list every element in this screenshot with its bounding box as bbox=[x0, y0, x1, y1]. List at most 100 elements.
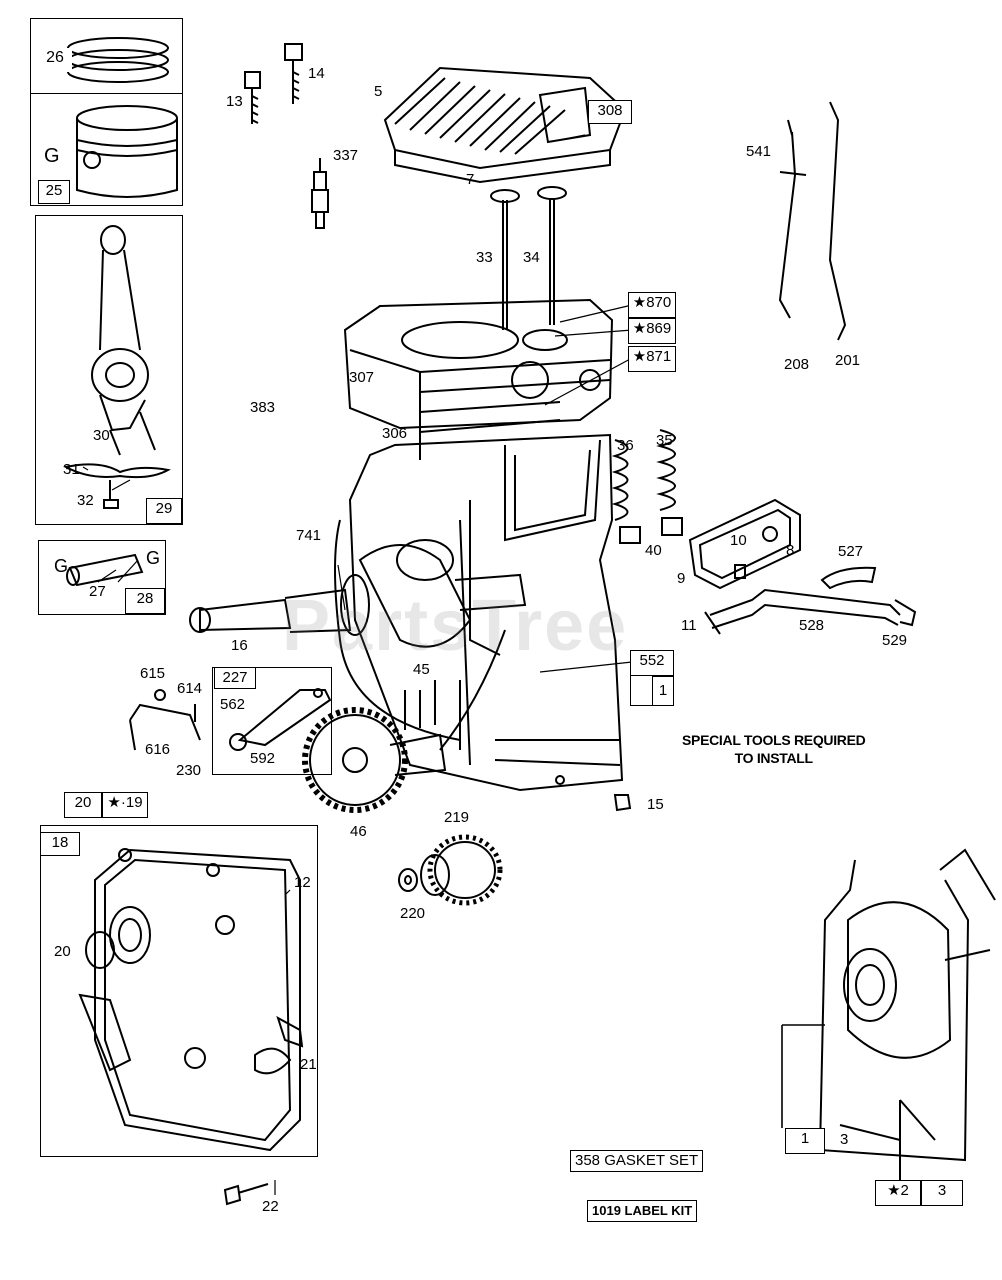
piston bbox=[76, 105, 178, 198]
label-3: 3 bbox=[840, 1131, 849, 1148]
wrist-pin bbox=[66, 553, 144, 587]
label-27: 27 bbox=[89, 583, 106, 600]
box-29: 29 bbox=[146, 498, 182, 524]
valve-springs bbox=[611, 429, 683, 544]
label-13: 13 bbox=[226, 93, 243, 110]
rod-bolt bbox=[103, 480, 119, 509]
label-562: 562 bbox=[220, 696, 246, 713]
label-32: 32 bbox=[77, 492, 94, 509]
label-8: 8 bbox=[786, 542, 795, 559]
label-529: 529 bbox=[882, 632, 908, 649]
box-20: 20 bbox=[64, 792, 102, 818]
label-g-pin-right: G bbox=[146, 548, 161, 568]
box-871: ★871 bbox=[628, 346, 676, 372]
label-306: 306 bbox=[382, 425, 408, 442]
inset-frame bbox=[781, 1024, 825, 1128]
label-7: 7 bbox=[466, 171, 475, 188]
label-383: 383 bbox=[250, 399, 276, 416]
box-3: 3 bbox=[921, 1180, 963, 1206]
breather-tube bbox=[704, 588, 917, 635]
oil-dipper bbox=[63, 463, 171, 479]
label-33: 33 bbox=[476, 249, 493, 266]
piston-panel bbox=[30, 18, 183, 206]
leader-lines bbox=[82, 134, 633, 1195]
label-40: 40 bbox=[645, 542, 662, 559]
box-2: ★2 bbox=[875, 1180, 921, 1206]
governor-links bbox=[778, 101, 847, 341]
label-35: 35 bbox=[656, 432, 673, 449]
label-5: 5 bbox=[374, 83, 383, 100]
label-30: 30 bbox=[93, 427, 110, 444]
label-528: 528 bbox=[799, 617, 825, 634]
clip-527 bbox=[820, 566, 877, 590]
label-337: 337 bbox=[333, 147, 359, 164]
bolts-13-14 bbox=[244, 43, 303, 124]
cam-gear bbox=[302, 680, 447, 813]
box-552-frame bbox=[630, 650, 674, 706]
label-10: 10 bbox=[730, 532, 747, 549]
box-25: 25 bbox=[38, 180, 70, 204]
box-18: 18 bbox=[40, 832, 80, 856]
label-20: 20 bbox=[54, 943, 71, 960]
label-230: 230 bbox=[176, 762, 202, 779]
label-46: 46 bbox=[350, 823, 367, 840]
crankcase-cover bbox=[78, 848, 304, 1152]
spark-plug bbox=[311, 158, 329, 229]
breather-assembly bbox=[688, 498, 801, 590]
label-g-piston: G bbox=[44, 145, 60, 167]
piston-rings bbox=[67, 37, 169, 83]
label-31: 31 bbox=[63, 461, 80, 478]
label-34: 34 bbox=[523, 249, 540, 266]
label-208: 208 bbox=[784, 356, 810, 373]
wrist-pin-panel bbox=[38, 540, 166, 615]
label-45: 45 bbox=[413, 661, 430, 678]
label-527: 527 bbox=[838, 543, 864, 560]
bolt-22 bbox=[223, 1183, 269, 1206]
label-614: 614 bbox=[177, 680, 203, 697]
label-592: 592 bbox=[250, 750, 276, 767]
label-16: 16 bbox=[231, 637, 248, 654]
connecting-rod-panel bbox=[35, 215, 183, 525]
label-15: 15 bbox=[647, 796, 664, 813]
cylinder-head bbox=[383, 66, 627, 184]
label-21: 21 bbox=[300, 1056, 317, 1073]
governor-crank-panel bbox=[212, 667, 332, 775]
box-28: 28 bbox=[125, 588, 165, 614]
label-201: 201 bbox=[835, 352, 861, 369]
piston-divider bbox=[30, 93, 183, 94]
label-616: 616 bbox=[145, 741, 171, 758]
label-14: 14 bbox=[308, 65, 325, 82]
cylinder-block bbox=[343, 298, 624, 792]
label-kit-label: 1019 LABEL KIT bbox=[587, 1200, 698, 1222]
label-36: 36 bbox=[617, 437, 634, 454]
label-741: 741 bbox=[296, 527, 322, 544]
box-552: 552 bbox=[630, 650, 674, 676]
governor-gear bbox=[398, 834, 503, 906]
label-307: 307 bbox=[349, 369, 375, 386]
watermark: PartsTree bbox=[282, 586, 629, 666]
box-19: ★·19 bbox=[102, 792, 148, 818]
box-1: 1 bbox=[785, 1128, 825, 1154]
bolt-15 bbox=[613, 794, 632, 812]
box-26: 26 bbox=[38, 48, 72, 72]
label-g-pin-left: G bbox=[54, 556, 69, 576]
crankcase-cover-panel bbox=[40, 825, 318, 1157]
label-22: 22 bbox=[262, 1198, 279, 1215]
connecting-rod bbox=[91, 225, 156, 456]
box-869: ★869 bbox=[628, 318, 676, 344]
box-227: 227 bbox=[214, 667, 256, 689]
box-870: ★870 bbox=[628, 292, 676, 318]
label-11: 11 bbox=[681, 617, 697, 634]
special-tools-text: SPECIAL TOOLS REQUIRED TO INSTALL bbox=[682, 732, 866, 766]
crankshaft bbox=[189, 539, 527, 648]
label-12: 12 bbox=[294, 874, 311, 891]
box-308: 308 bbox=[588, 100, 632, 124]
label-9: 9 bbox=[677, 570, 686, 587]
special-tools-note: SPECIAL TOOLS REQUIRED TO INSTALL bbox=[682, 731, 866, 767]
label-220: 220 bbox=[400, 905, 426, 922]
label-541: 541 bbox=[746, 143, 772, 160]
gasket-set-label: 358 GASKET SET bbox=[570, 1150, 704, 1172]
label-615: 615 bbox=[140, 665, 166, 682]
valves bbox=[490, 186, 567, 330]
